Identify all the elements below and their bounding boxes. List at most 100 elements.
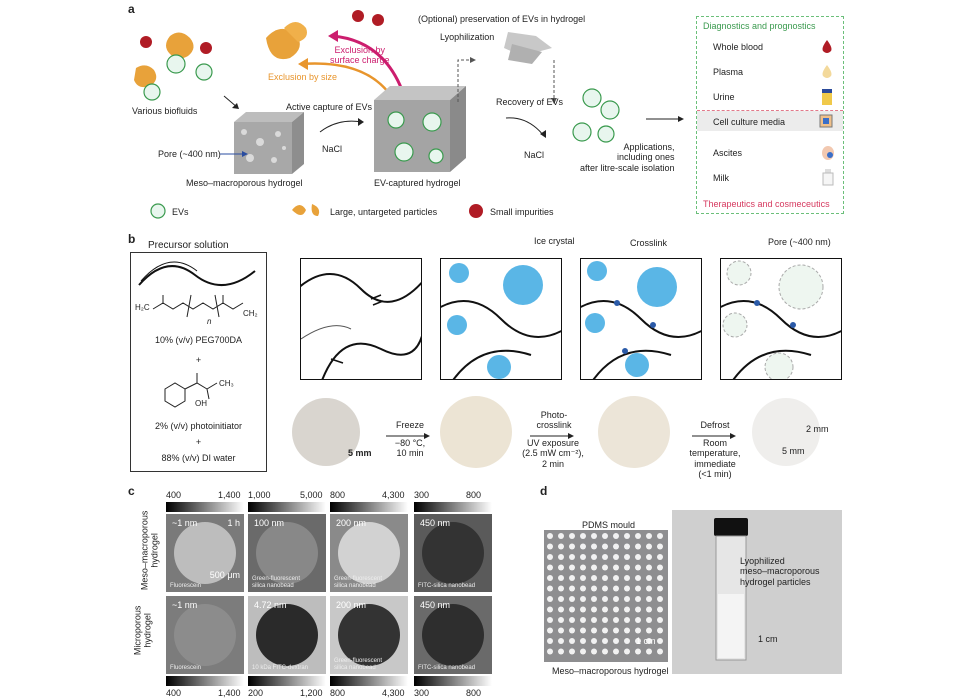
hydrogel-disc xyxy=(338,522,400,584)
mould-well xyxy=(591,543,597,550)
mould-well xyxy=(547,585,553,592)
item-cell-culture: Cell culture media xyxy=(713,117,786,127)
large-particle xyxy=(166,32,194,59)
recovered-evs xyxy=(572,88,620,143)
colorbar-max: 4,300 xyxy=(382,688,405,698)
colorbar-min: 800 xyxy=(330,490,346,500)
mould-well xyxy=(547,543,553,550)
nacl-label-1: NaCl xyxy=(322,144,343,154)
mould-well xyxy=(657,606,663,613)
mould-well xyxy=(646,543,652,550)
particle-size-label: 4.72 nm xyxy=(254,600,287,610)
mould-well xyxy=(613,554,619,560)
ev-hydrogel-label: EV-captured hydrogel xyxy=(374,178,461,188)
freeze-cond: −80 °C, 10 min xyxy=(394,438,426,459)
scale-2mm: 2 mm xyxy=(806,424,829,434)
mould-well xyxy=(624,638,630,644)
defrost-arrow xyxy=(692,433,736,439)
panel-label-d: d xyxy=(540,484,548,498)
crosslinked-disc-photo xyxy=(598,396,670,468)
probe-label: FITC-silica nanobead xyxy=(418,665,476,672)
mould-well xyxy=(602,554,608,560)
mould-well xyxy=(602,533,608,539)
mould-well xyxy=(591,627,597,634)
mould-well xyxy=(602,596,608,602)
mould-well xyxy=(635,648,641,655)
particle-size-label: ~1 nm xyxy=(172,518,198,528)
legend-small-icon xyxy=(469,204,483,218)
ev-vesicle xyxy=(195,63,213,81)
mould-well xyxy=(635,543,641,550)
excluded-particles xyxy=(266,10,384,60)
cell-culture-highlight xyxy=(697,111,843,131)
colorbar-max: 4,300 xyxy=(382,490,405,500)
mould-well xyxy=(547,554,553,560)
mould-well xyxy=(580,606,586,613)
mould-well xyxy=(624,554,630,560)
preservation-label: (Optional) preservation of EVs in hydrog… xyxy=(418,14,586,24)
schematic-frozen xyxy=(440,258,562,380)
diag-title: Diagnostics and prognostics xyxy=(703,21,816,31)
item-ascites: Ascites xyxy=(713,148,743,158)
ev-vesicle xyxy=(143,83,161,101)
mould-well xyxy=(580,585,586,592)
small-impurity xyxy=(372,14,384,26)
mould-well xyxy=(602,627,608,634)
small-impurity xyxy=(200,42,212,54)
colorbar xyxy=(414,502,492,512)
hydrogel-disc xyxy=(256,522,318,584)
mould-well xyxy=(646,627,652,634)
mould-well xyxy=(558,617,564,623)
mould-well xyxy=(558,648,564,655)
probe-label: FITC-silica nanobead xyxy=(418,583,476,590)
colorbar xyxy=(166,676,244,686)
mould-well xyxy=(569,575,575,581)
mould-well xyxy=(591,596,597,602)
milk-bottle-icon xyxy=(822,169,834,186)
lyoph-label: Lyophilized meso–macroporous hydrogel pa… xyxy=(740,556,820,587)
mould-well xyxy=(558,638,564,644)
mould-well xyxy=(580,596,586,602)
mould-well xyxy=(569,606,575,613)
mould-well xyxy=(613,533,619,539)
mould-well xyxy=(569,638,575,644)
applications-label: Applications, including ones after litre… xyxy=(580,142,675,173)
blood-drop-icon xyxy=(822,40,832,53)
large-particle xyxy=(284,22,307,42)
mould-well xyxy=(602,648,608,655)
ev-vesicle xyxy=(166,54,186,74)
mould-well xyxy=(657,648,663,655)
colorbar xyxy=(330,676,408,686)
mould-well xyxy=(657,575,663,581)
mould-well xyxy=(569,585,575,592)
colorbar xyxy=(248,502,326,512)
legend-evs: EVs xyxy=(172,207,189,217)
mould-well xyxy=(547,575,553,581)
uv-label: UV exposure (2.5 mW cm⁻²), 2 min xyxy=(522,438,584,469)
mould-well xyxy=(635,554,641,560)
plus-2: + xyxy=(195,437,202,447)
frozen-disc-photo xyxy=(440,396,512,468)
pore-pointer xyxy=(220,151,248,157)
mould-well xyxy=(613,606,619,613)
mould-well xyxy=(558,627,564,634)
probe-label: Fluorescein xyxy=(170,665,202,672)
colorbar xyxy=(248,676,326,686)
precursor-title: Precursor solution xyxy=(148,240,229,251)
mould-well xyxy=(558,596,564,602)
scale-1cm-b: 1 cm xyxy=(758,634,778,644)
mould-well xyxy=(646,533,652,539)
mould-well xyxy=(657,627,663,634)
polymer-chain-icon xyxy=(138,261,256,287)
mould-well xyxy=(591,585,597,592)
mould-well xyxy=(657,564,663,571)
time-label: 1 h xyxy=(227,518,240,528)
crosslink-label: Crosslink xyxy=(630,238,668,248)
small-impurity xyxy=(140,36,152,48)
scale-1cm-a: 1 cm xyxy=(636,636,656,646)
urine-tube-icon xyxy=(822,89,832,105)
mould-well xyxy=(547,606,553,613)
exclusion-arrows xyxy=(298,30,404,93)
colorbar-min: 300 xyxy=(414,490,430,500)
